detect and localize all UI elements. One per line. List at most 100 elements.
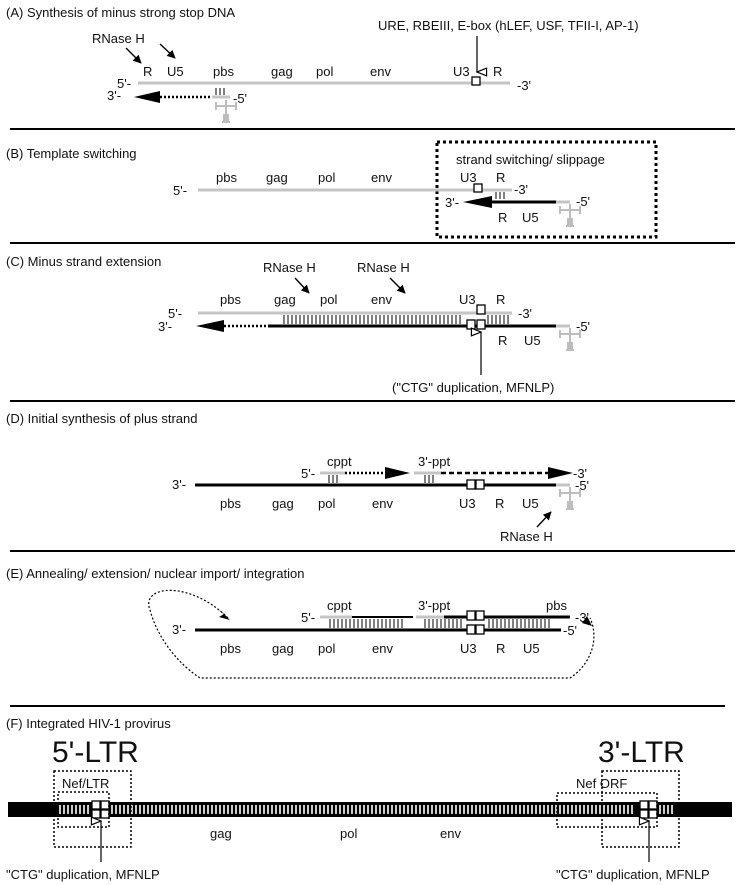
five-prime-label: 5'- bbox=[301, 466, 315, 481]
region-label-pol: pol bbox=[318, 496, 335, 511]
ctg-duplication-box bbox=[91, 809, 101, 819]
ctg-duplication-box bbox=[639, 800, 649, 810]
region-label-gag: gag bbox=[272, 641, 294, 656]
five-prime-ltr-label: 5'-LTR bbox=[52, 736, 139, 769]
region-label-u3: U3 bbox=[453, 64, 470, 79]
nef-ltr-box bbox=[57, 791, 110, 828]
panel-d-title: (D) Initial synthesis of plus strand bbox=[6, 411, 197, 426]
plus-strand-arrowhead-icon bbox=[385, 467, 410, 479]
five-prime-ltr-box bbox=[53, 770, 132, 848]
ctg-duplication-box bbox=[476, 319, 486, 330]
base-pair-ticks bbox=[329, 619, 550, 628]
panel-d: (D) Initial synthesis of plus strand cpp… bbox=[6, 411, 589, 544]
region-label-pbs: pbs bbox=[213, 64, 234, 79]
region-label-pbs: pbs bbox=[216, 170, 237, 185]
region-label-u5: U5 bbox=[167, 64, 184, 79]
region-label-env: env bbox=[372, 641, 393, 656]
three-prime-label: -3' bbox=[575, 610, 589, 625]
five-prime-label: 5'- bbox=[168, 306, 182, 321]
ctg-duplication-box bbox=[475, 610, 485, 621]
plus-strand-arrowhead-icon bbox=[548, 467, 573, 479]
region-label-u5: U5 bbox=[524, 333, 541, 348]
ctg-duplication-box bbox=[639, 809, 649, 819]
region-label-env: env bbox=[372, 496, 393, 511]
rnase-h-arrow-icon bbox=[294, 277, 310, 294]
panel-b: (B) Template switching strand switching/… bbox=[6, 140, 658, 239]
rnase-h-label: RNase H bbox=[263, 260, 316, 275]
three-prime-label: 3'- bbox=[172, 477, 186, 492]
three-prime-label: -3' bbox=[518, 306, 532, 321]
base-pair-ticks bbox=[215, 88, 225, 95]
five-prime-label: -5' bbox=[563, 623, 577, 638]
minus-strand-arrowhead-icon bbox=[196, 320, 224, 332]
region-label-pol: pol bbox=[340, 826, 357, 841]
nef-ltr-label: Nef/LTR bbox=[62, 776, 109, 791]
ctg-duplication-box bbox=[466, 624, 476, 635]
loop-arrowhead-icon bbox=[582, 616, 592, 626]
region-label-gag: gag bbox=[271, 64, 293, 79]
nef-orf-box bbox=[556, 792, 658, 828]
host-dna-left bbox=[8, 802, 58, 817]
ctg-duplication-box bbox=[100, 809, 110, 819]
three-ppt-label: 3'-ppt bbox=[418, 598, 451, 613]
three-prime-ltr-label: 3'-LTR bbox=[598, 736, 685, 769]
region-label-pbs: pbs bbox=[220, 496, 241, 511]
region-label-gag: gag bbox=[266, 170, 288, 185]
u3-box bbox=[476, 304, 486, 315]
region-label-env: env bbox=[440, 826, 461, 841]
region-label-u3: U3 bbox=[459, 292, 476, 307]
region-label-r: R bbox=[496, 292, 505, 307]
rnase-h-arrow-icon bbox=[389, 277, 406, 294]
five-prime-label: 5'- bbox=[173, 183, 187, 198]
region-label-env: env bbox=[370, 64, 391, 79]
strand-switching-caption: strand switching/ slippage bbox=[456, 152, 605, 167]
base-pair-ticks bbox=[328, 475, 434, 483]
region-label-r: R bbox=[496, 641, 505, 656]
ure-element-box bbox=[471, 76, 481, 86]
panel-a: (A) Synthesis of minus strong stop DNA R… bbox=[6, 5, 639, 123]
region-label-r: R bbox=[143, 64, 152, 79]
three-prime-ltr-box bbox=[601, 770, 680, 848]
panel-f: (F) Integrated HIV-1 provirus 5'-LTR 3'-… bbox=[6, 716, 732, 882]
three-prime-label: -3' bbox=[517, 78, 531, 93]
circularization-dotted-path bbox=[148, 589, 595, 679]
region-label-r: R bbox=[496, 170, 505, 185]
three-prime-label: 3'- bbox=[445, 195, 459, 210]
region-label-r: R bbox=[495, 496, 504, 511]
region-label-r: R bbox=[498, 210, 507, 225]
three-prime-label: -3' bbox=[514, 182, 528, 197]
region-label-gag: gag bbox=[274, 292, 296, 307]
three-prime-label: 3'- bbox=[158, 319, 172, 334]
five-prime-label: 5'- bbox=[117, 76, 131, 91]
five-prime-label: -5' bbox=[575, 478, 589, 493]
region-label-pbs: pbs bbox=[546, 598, 567, 613]
region-label-pbs: pbs bbox=[220, 641, 241, 656]
region-label-gag: gag bbox=[210, 826, 232, 841]
ctg-duplication-box bbox=[648, 809, 658, 819]
panel-e: (E) Annealing/ extension/ nuclear import… bbox=[6, 566, 595, 679]
ctg-duplication-annotation: ("CTG" duplication, MFNLP) bbox=[392, 380, 554, 395]
rnase-h-label: RNase H bbox=[500, 529, 553, 544]
provirus-ladder-rungs bbox=[59, 805, 673, 814]
ctg-duplication-box bbox=[91, 800, 101, 810]
regulatory-elements-annotation: URE, RBEIII, E-box (hLEF, USF, TFII-I, A… bbox=[378, 18, 639, 33]
region-label-u5: U5 bbox=[522, 496, 539, 511]
strand-switching-box bbox=[435, 140, 658, 239]
rnase-h-arrow-icon bbox=[159, 43, 176, 59]
region-label-r: R bbox=[493, 64, 502, 79]
loop-arrowhead-icon bbox=[219, 614, 230, 620]
ctg-duplication-box bbox=[466, 479, 476, 490]
rnase-h-label: RNase H bbox=[357, 260, 410, 275]
region-label-u5: U5 bbox=[523, 641, 540, 656]
cppt-label: cppt bbox=[327, 598, 352, 613]
ctg-duplication-annotation: "CTG" duplication, MFNLP bbox=[6, 867, 160, 882]
base-pair-ticks bbox=[283, 315, 509, 324]
panel-e-title: (E) Annealing/ extension/ nuclear import… bbox=[6, 566, 304, 581]
region-label-pol: pol bbox=[318, 170, 335, 185]
rnase-h-arrow-icon bbox=[125, 47, 142, 64]
nef-orf-label: Nef ORF bbox=[576, 776, 627, 791]
cppt-label: cppt bbox=[327, 454, 352, 469]
region-label-u5: U5 bbox=[522, 210, 539, 225]
region-label-pol: pol bbox=[316, 64, 333, 79]
